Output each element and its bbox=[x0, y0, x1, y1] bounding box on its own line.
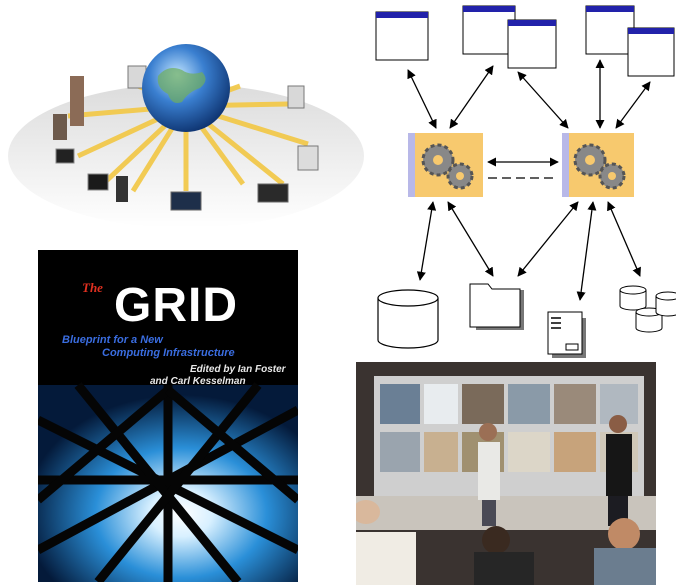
document-icon bbox=[547, 311, 586, 358]
folder-icon bbox=[469, 283, 524, 330]
globe-network-graphic bbox=[8, 44, 364, 228]
database-cylinder bbox=[377, 289, 439, 349]
window-icons bbox=[375, 5, 675, 77]
audience bbox=[356, 500, 656, 585]
display-tiles bbox=[380, 384, 638, 472]
storage-cluster bbox=[619, 285, 676, 333]
window-icon bbox=[585, 5, 635, 55]
display-wall-photo bbox=[356, 362, 656, 585]
window-icon bbox=[462, 5, 516, 55]
gear-node-right bbox=[562, 133, 634, 197]
server-tower bbox=[70, 76, 84, 126]
laptop-right bbox=[257, 183, 289, 203]
gear-node-left bbox=[408, 133, 483, 197]
laptop-center bbox=[170, 191, 202, 211]
book-editors-line2: and Carl Kesselman bbox=[150, 376, 246, 387]
presenter-left bbox=[478, 423, 500, 526]
book-subtitle-line1: Blueprint for a New bbox=[62, 334, 163, 346]
diagram-arrows bbox=[407, 59, 651, 301]
network-illustration bbox=[8, 6, 364, 234]
window-icon bbox=[375, 11, 429, 61]
book-editors-line1: Edited by Ian Foster bbox=[190, 364, 286, 375]
grid-architecture-diagram bbox=[368, 0, 676, 360]
back-wall bbox=[356, 496, 656, 530]
globe-continents bbox=[157, 68, 206, 103]
laptop-left bbox=[55, 148, 75, 164]
dome-lattice bbox=[38, 382, 298, 582]
dome-structure-image bbox=[38, 382, 298, 582]
book-cover: The GRID Blueprint for a New Computing I… bbox=[38, 250, 298, 582]
book-subtitle-line2: Computing Infrastructure bbox=[102, 347, 235, 359]
book-title-grid: GRID bbox=[114, 279, 238, 332]
monitor-left bbox=[87, 173, 109, 191]
pc-tower-left bbox=[116, 176, 128, 202]
window-icon bbox=[507, 19, 557, 69]
window-icon bbox=[627, 27, 675, 77]
display-wall-scene bbox=[356, 362, 656, 585]
monitor-right-back bbox=[287, 85, 305, 109]
architecture-svg bbox=[375, 5, 676, 358]
book-title-the: The bbox=[82, 280, 103, 295]
pc-right bbox=[297, 145, 319, 171]
server-small bbox=[53, 114, 67, 140]
